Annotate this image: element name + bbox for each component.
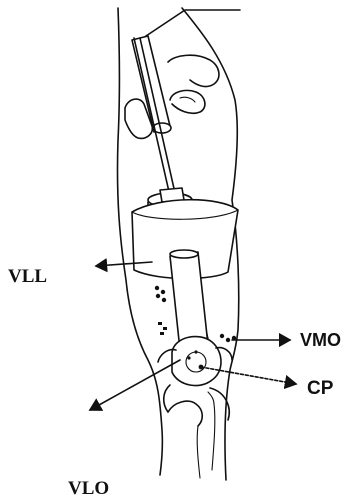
- label-vll: VLL: [8, 266, 47, 287]
- arrow-vlo: [90, 360, 180, 410]
- label-cp: CP: [307, 378, 334, 399]
- upper-rod: [125, 36, 171, 138]
- knee-joint: [158, 337, 232, 386]
- lower-leg: [164, 385, 229, 478]
- label-vmo: VMO: [300, 330, 341, 350]
- label-vlo: VLO: [68, 478, 109, 499]
- top-pointer-line: [140, 10, 240, 40]
- hip-structure: [168, 55, 219, 113]
